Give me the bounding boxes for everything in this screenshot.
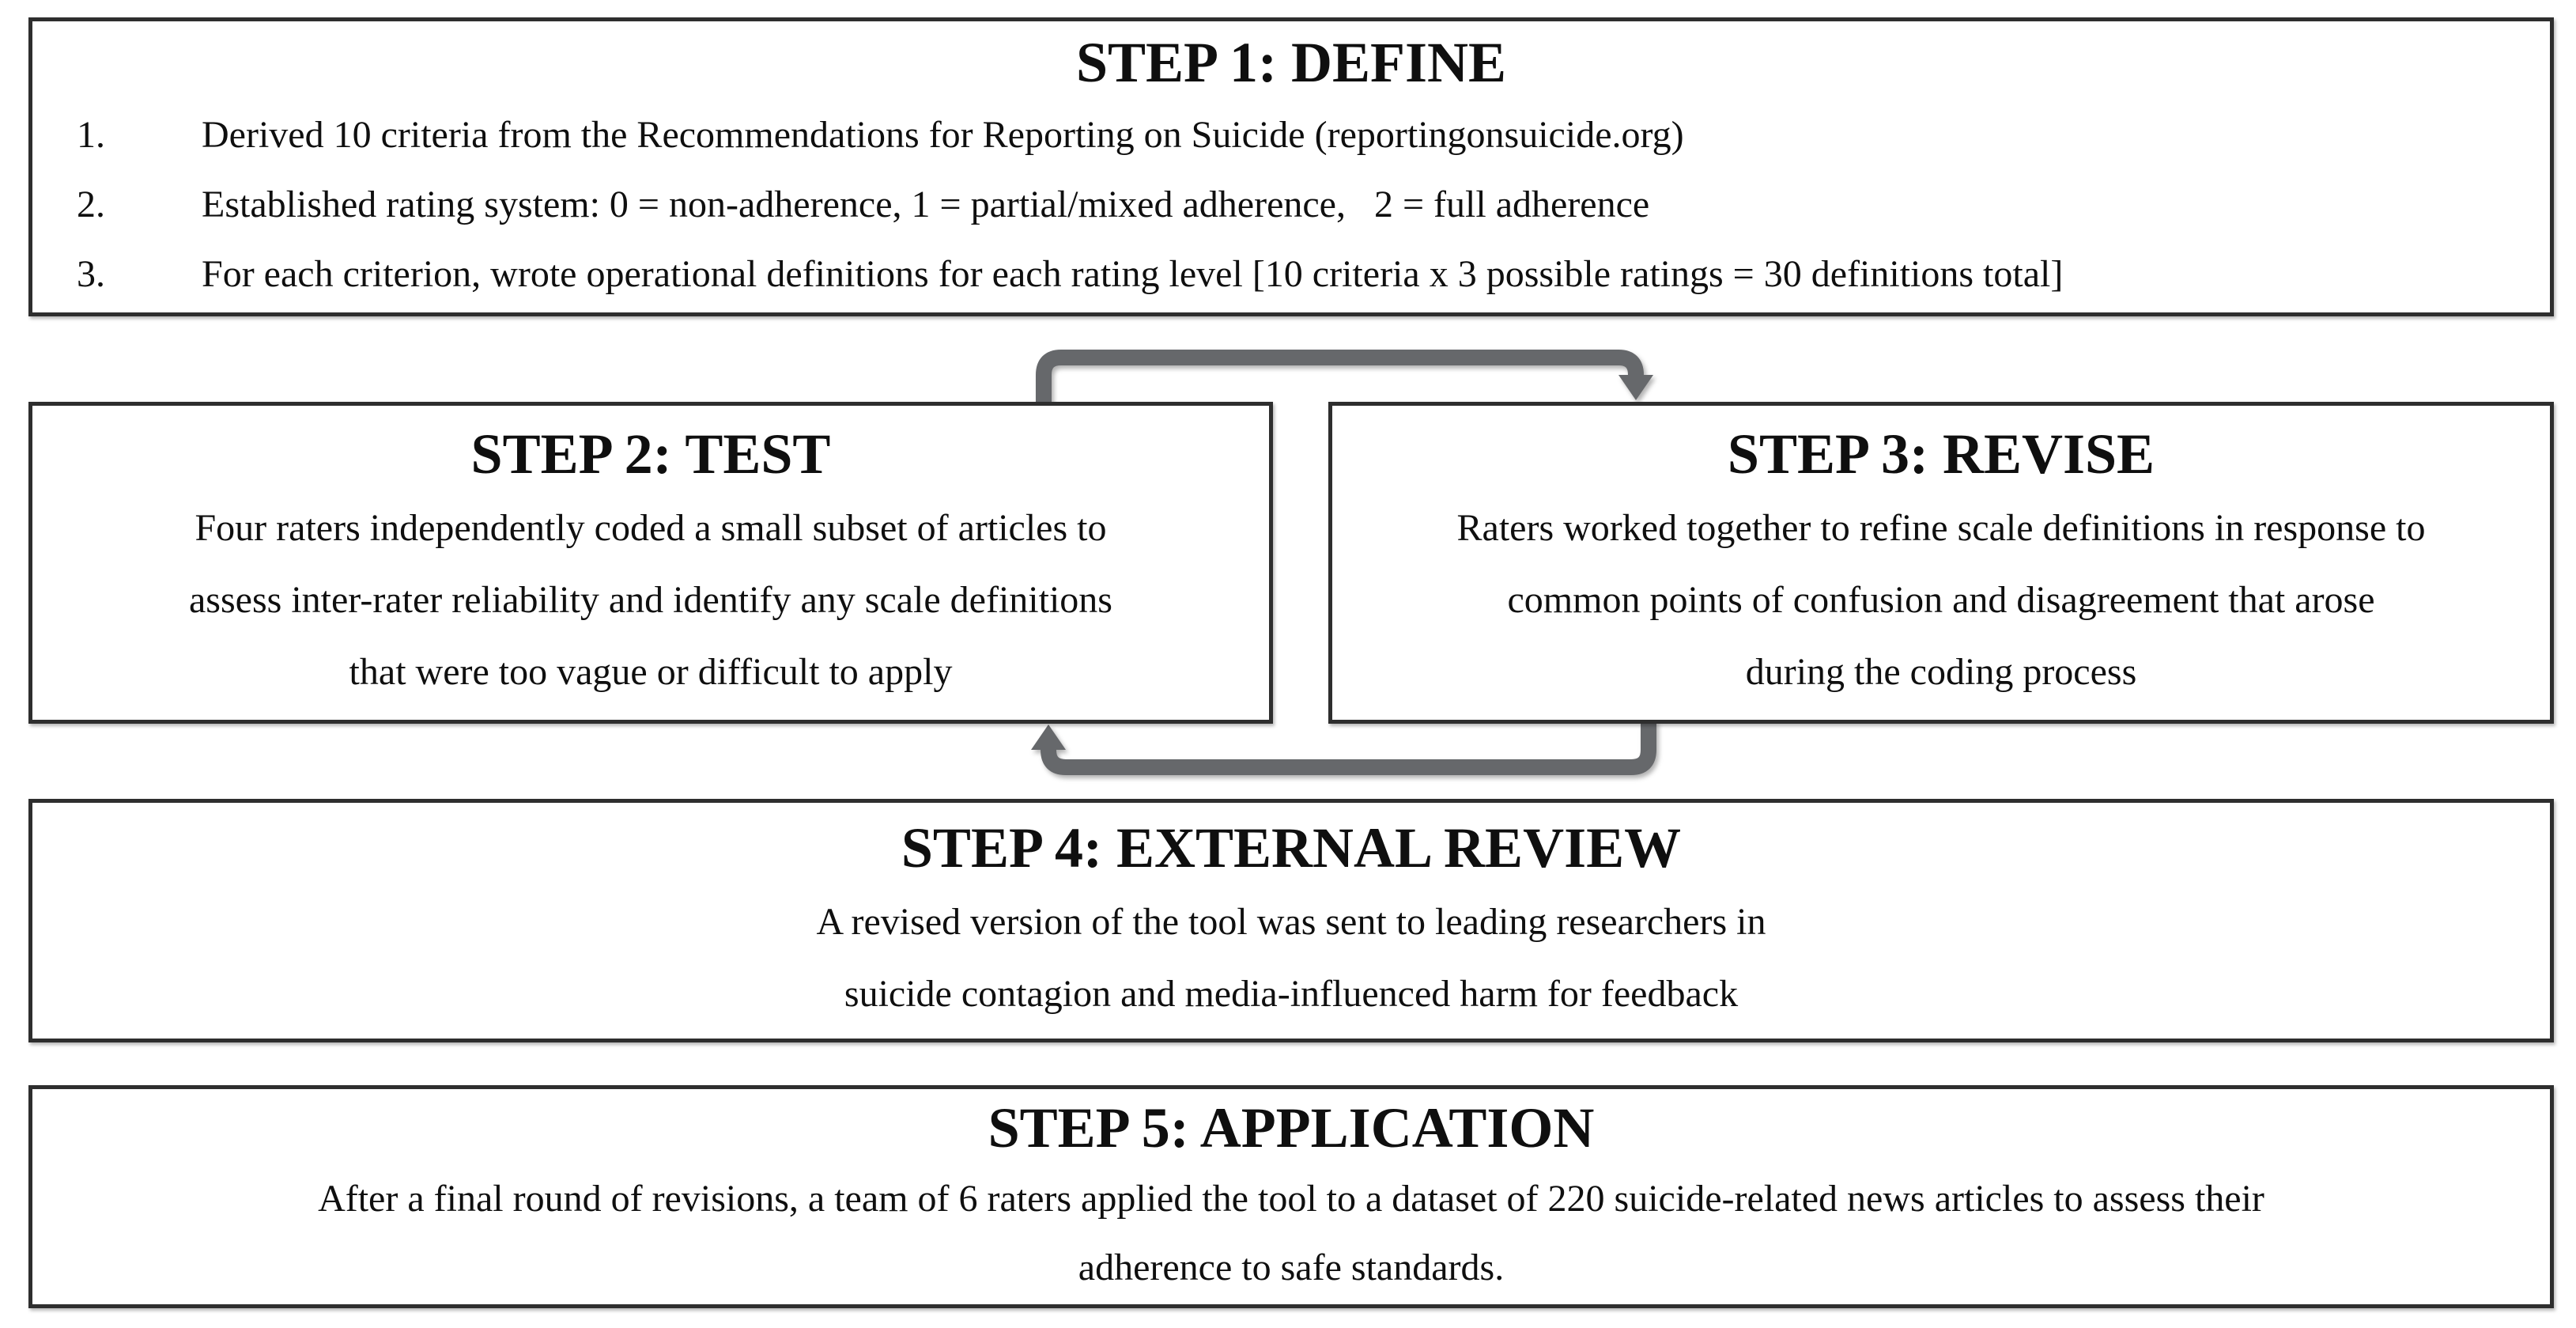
item-text: Derived 10 criteria from the Recommendat… [202,113,1684,156]
step3-to-step2-arrowhead-up-icon [1031,725,1066,750]
step3-to-step2-arrow [1041,721,1656,775]
step4-external-review-box: STEP 4: EXTERNAL REVIEW A revised versio… [28,799,2554,1042]
step2-to-step3-arrowhead-down-icon [1618,375,1653,400]
step2-title: STEP 2: TEST [470,422,831,486]
step2-description: Four raters independently coded a small … [189,506,1112,693]
step2-to-step3-arrow [1036,350,1644,405]
list-item: 2. Established rating system: 0 = non-ad… [32,170,2550,240]
item-text: For each criterion, wrote operational de… [202,252,2064,295]
step3-revise-box: STEP 3: REVISE Raters worked together to… [1328,402,2554,724]
step3-title: STEP 3: REVISE [1727,422,2155,486]
list-item: 1. Derived 10 criteria from the Recommen… [32,100,2550,170]
item-number: 3. [77,252,105,295]
step5-title: STEP 5: APPLICATION [988,1095,1595,1160]
step4-title: STEP 4: EXTERNAL REVIEW [901,816,1682,880]
step1-define-box: STEP 1: DEFINE 1. Derived 10 criteria fr… [28,17,2554,316]
step5-application-box: STEP 5: APPLICATION After a final round … [28,1085,2554,1308]
step5-description: After a final round of revisions, a team… [318,1178,2264,1288]
step4-description: A revised version of the tool was sent t… [816,900,1766,1015]
step1-list: 1. Derived 10 criteria from the Recommen… [32,100,2550,309]
item-number: 1. [77,113,105,156]
item-text: Established rating system: 0 = non-adher… [202,183,1650,225]
list-item: 3. For each criterion, wrote operational… [32,240,2550,309]
step2-test-box: STEP 2: TEST Four raters independently c… [28,402,1273,724]
item-number: 2. [77,183,105,225]
step1-title: STEP 1: DEFINE [1075,31,1507,94]
step3-description: Raters worked together to refine scale d… [1456,506,2426,693]
